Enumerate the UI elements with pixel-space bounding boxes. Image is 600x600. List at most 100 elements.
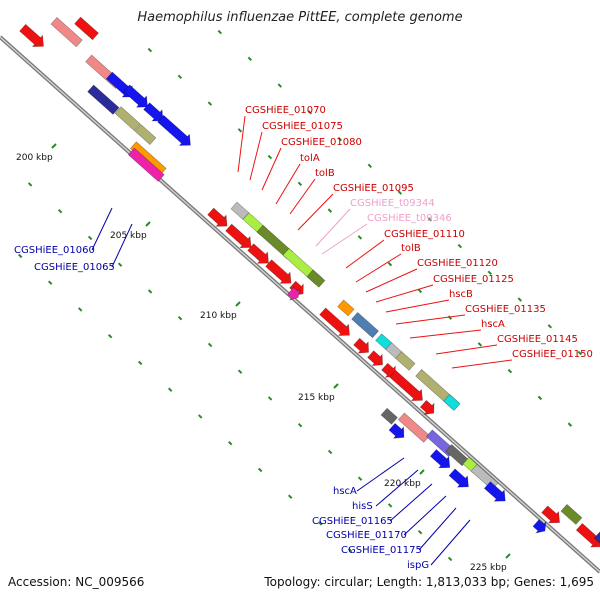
kbp-label: 220 kbp [384,479,421,489]
gene-block[interactable] [87,84,120,115]
gene-label[interactable]: CGSHiEE_01070 [245,105,326,116]
gene-block[interactable] [142,101,168,127]
gene-block[interactable] [397,412,431,443]
gene-label[interactable]: CGSHiEE_01170 [326,530,407,541]
kbp-tick [51,143,57,149]
gene-block[interactable] [286,285,303,303]
gene-block[interactable] [50,17,83,48]
gene-label[interactable]: CGSHiEE_01120 [417,258,498,269]
gene-block[interactable] [337,299,355,317]
gene-block[interactable] [114,106,141,132]
gene-block[interactable] [395,351,416,371]
track-tick [197,414,203,419]
gene-block[interactable] [127,147,165,182]
gene-block[interactable] [74,16,99,41]
leader-line [289,178,316,215]
gene-block[interactable] [18,22,49,52]
gene-block[interactable] [540,504,565,529]
gene-block[interactable] [428,447,454,473]
gene-label[interactable]: CGSHiEE_01065 [34,262,115,273]
gene-block[interactable] [380,407,398,425]
gene-label[interactable]: hscA [481,319,505,330]
gene-block[interactable] [230,201,250,220]
gene-label[interactable]: CGSHiEE_01135 [465,304,546,315]
gene-label-layer: CGSHiEE_01070CGSHiEE_01075CGSHiEE_01080t… [14,105,593,571]
track-tick [327,449,333,455]
track-tick [357,476,363,481]
track-tick [27,182,33,187]
track-tick [367,163,373,169]
gene-block[interactable] [482,479,510,506]
track-tick [337,136,343,142]
gene-block[interactable] [443,393,461,411]
gene-block[interactable] [224,222,256,253]
gene-block[interactable] [206,206,232,232]
track-tick [417,529,423,535]
track-tick [237,128,243,133]
gene-label[interactable]: CGSHiEE_01145 [497,334,578,345]
gene-label[interactable]: CGSHiEE_01060 [14,245,95,256]
gene-label[interactable]: CGSHiEE_01075 [262,121,343,132]
gene-label[interactable]: tolA [300,153,320,164]
gene-label[interactable]: ispG [407,560,429,571]
kbp-tick [333,383,339,389]
track-tick [117,262,123,267]
leader-line [375,469,419,507]
gene-label[interactable]: tolB [315,168,335,179]
gene-block[interactable] [593,531,600,559]
gene-label[interactable]: CGSHiEE_01175 [341,545,422,556]
accession-text: Accession: NC_009566 [8,575,145,589]
gene-block[interactable] [318,306,355,341]
gene-label[interactable]: hisS [352,501,373,512]
gene-block[interactable] [447,467,473,493]
gene-label[interactable]: CGSHiEE_t09346 [367,213,452,224]
gene-block[interactable] [306,269,326,288]
track-tick [167,387,173,392]
track-tick [397,190,403,195]
gene-label[interactable]: hscA [333,486,357,497]
track-tick [457,243,463,249]
gene-block[interactable] [387,421,409,443]
track-tick [507,368,513,374]
track-tick [567,422,573,427]
backbone-highlight [0,36,600,573]
track-tick [207,101,213,106]
leader-line [389,483,433,522]
gene-block[interactable] [156,113,196,151]
gene-block[interactable] [122,83,153,113]
gene-label[interactable]: CGSHiEE_01095 [333,183,414,194]
track-tick [317,521,323,526]
gene-label[interactable]: CGSHiEE_01110 [384,229,465,240]
gene-layer [18,16,600,559]
kbp-label: 205 kbp [110,231,147,241]
gene-label[interactable]: CGSHiEE_01125 [433,274,514,285]
gene-block[interactable] [560,503,583,525]
gene-block[interactable] [352,336,374,358]
track-tick [147,47,153,53]
leader-line [385,299,450,313]
gene-block[interactable] [531,517,550,536]
track-tick [387,503,393,508]
gene-block[interactable] [366,349,388,371]
gene-label[interactable]: CGSHiEE_01150 [512,349,593,360]
kbp-label: 210 kbp [200,311,237,321]
gene-block[interactable] [388,368,428,406]
gene-label[interactable]: tolB [401,243,421,254]
gene-block[interactable] [351,311,379,339]
gene-label[interactable]: hscB [449,289,473,300]
gene-block[interactable] [418,398,438,419]
track-tick [287,494,293,499]
gene-label[interactable]: CGSHiEE_01165 [312,516,393,527]
leader-line [315,208,351,247]
gene-block[interactable] [134,124,157,145]
leader-line [261,147,282,191]
gene-label[interactable]: CGSHiEE_01080 [281,137,362,148]
leader-line [355,253,402,283]
gene-block[interactable] [264,258,296,289]
leader-line [297,193,334,231]
gene-block[interactable] [246,242,274,269]
gene-label[interactable]: CGSHiEE_t09344 [350,198,435,209]
leader-line [435,344,498,355]
